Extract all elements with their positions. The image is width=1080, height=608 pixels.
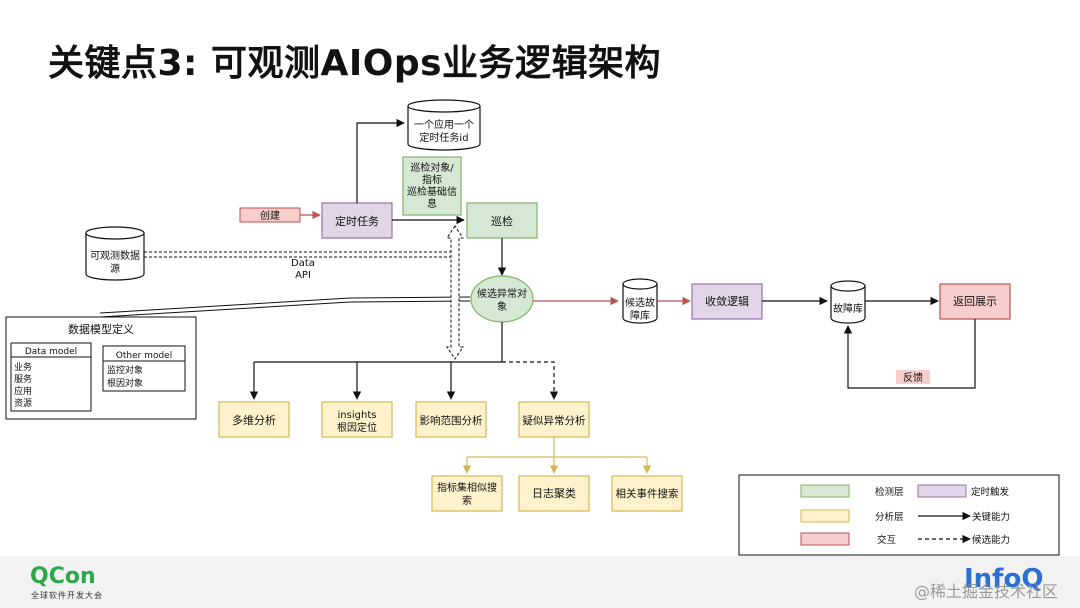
model-title: 数据模型定义	[68, 322, 134, 336]
candidate-anomaly-line-1: 候选异常对	[477, 287, 527, 300]
inspect-info-line-2: 指标	[422, 173, 442, 186]
inspect-info-line-1: 巡检对象/	[410, 161, 454, 174]
scheduled-task-node: 定时任务	[321, 202, 393, 239]
other-model-item: 监控对象	[107, 364, 143, 376]
metric-search-node: 指标集相似搜 索	[431, 475, 503, 512]
observable-data-db: 可观测数据 源	[85, 226, 145, 281]
feedback-node: 反馈	[896, 370, 930, 384]
candidate-anomaly-line-2: 象	[497, 301, 507, 313]
candidate-fault-line-1: 候选故	[625, 296, 655, 309]
converge-node: 收敛逻辑	[691, 283, 763, 320]
return-display-label: 返回展示	[953, 295, 997, 308]
task-id-db-line-1: 一个应用一个	[414, 118, 474, 131]
legend-candidate-label: 候选能力	[972, 534, 1010, 546]
watermark: @稀土掘金技术社区	[914, 582, 1059, 601]
metric-search-line-2: 索	[462, 494, 472, 507]
event-search-label: 相关事件搜索	[616, 487, 679, 500]
other-model-item: 根因对象	[107, 377, 143, 389]
multi-dim-label: 多维分析	[232, 413, 276, 427]
other-model-title: Other model	[116, 351, 172, 361]
legend-detect-swatch	[800, 484, 850, 498]
architecture-diagram: 一个应用一个 定时任务id 巡检对象/ 指标 巡检基础信 息 创建 定时任务 巡…	[5, 99, 1060, 556]
inspection-label: 巡检	[491, 214, 513, 228]
data-api-line-1: Data	[291, 258, 315, 269]
observable-data-line-2: 源	[110, 262, 120, 275]
inspect-info-box: 巡检对象/ 指标 巡检基础信 息	[402, 156, 462, 216]
event-search-node: 相关事件搜索	[611, 475, 683, 512]
task-id-db: 一个应用一个 定时任务id	[407, 99, 481, 151]
data-model-item: 应用	[14, 385, 32, 397]
qcon-logo: QCon	[30, 564, 96, 589]
legend-interact-swatch	[800, 532, 850, 546]
impact-label: 影响范围分析	[420, 414, 483, 427]
scheduled-task-label: 定时任务	[335, 214, 379, 228]
fault-db: 故障库	[830, 280, 866, 324]
observable-data-line-1: 可观测数据	[90, 249, 140, 262]
candidate-fault-db: 候选故 障库	[622, 278, 658, 324]
task-id-db-line-2: 定时任务id	[419, 131, 468, 144]
data-model-item: 资源	[14, 398, 32, 409]
log-cluster-node: 日志聚类	[518, 475, 590, 512]
data-model-title: Data model	[25, 347, 77, 357]
legend-detect-label: 检测层	[875, 486, 904, 498]
inspect-info-line-3: 巡检基础信	[407, 185, 457, 198]
impact-analysis-node: 影响范围分析	[415, 401, 487, 438]
metric-search-line-1: 指标集相似搜	[437, 481, 497, 494]
legend-interact-label: 交互	[877, 534, 897, 546]
log-cluster-label: 日志聚类	[532, 486, 576, 500]
legend-analysis-label: 分析层	[875, 511, 904, 523]
return-display-node: 返回展示	[939, 283, 1011, 320]
insights-line-2: 根因定位	[337, 421, 377, 434]
legend-timer-swatch	[917, 484, 967, 498]
similar-anomaly-node: 疑似异常分析	[518, 401, 590, 438]
insights-line-1: insights	[338, 410, 377, 421]
page-title: 关键点3: 可观测AIOps业务逻辑架构	[48, 43, 662, 84]
fault-db-label: 故障库	[833, 302, 863, 315]
similar-label: 疑似异常分析	[523, 414, 586, 427]
feedback-label: 反馈	[903, 371, 923, 384]
inspection-node: 巡检	[466, 202, 538, 239]
data-model-item: 业务	[14, 361, 32, 373]
data-api-double-arrow	[446, 225, 464, 360]
candidate-anomaly-node: 候选异常对 象	[470, 275, 534, 323]
create-node: 创建	[239, 207, 301, 223]
insights-node: insights 根因定位	[321, 401, 393, 438]
data-model-item: 服务	[14, 373, 32, 385]
candidate-fault-line-2: 障库	[630, 309, 650, 322]
infoq-logo: InfoQ	[964, 564, 1044, 594]
legend-key-label: 关键能力	[972, 511, 1010, 523]
legend-timer-label: 定时触发	[971, 486, 1010, 498]
data-model-definition: 数据模型定义 Data model 业务 服务 应用 资源 Other mode…	[5, 316, 197, 420]
legend-analysis-swatch	[800, 509, 850, 523]
footer-bar: QCon 全球软件开发大会 InfoQ @稀土掘金技术社区	[0, 556, 1080, 608]
qcon-subtitle: 全球软件开发大会	[31, 591, 103, 600]
data-api-line-2: API	[295, 270, 311, 281]
inspect-info-line-4: 息	[427, 197, 437, 210]
create-label: 创建	[260, 209, 280, 222]
multi-dim-analysis-node: 多维分析	[218, 401, 290, 438]
converge-label: 收敛逻辑	[705, 294, 749, 308]
legend: 检测层 定时触发 分析层 关键能力 交互 候选能力	[738, 474, 1060, 556]
